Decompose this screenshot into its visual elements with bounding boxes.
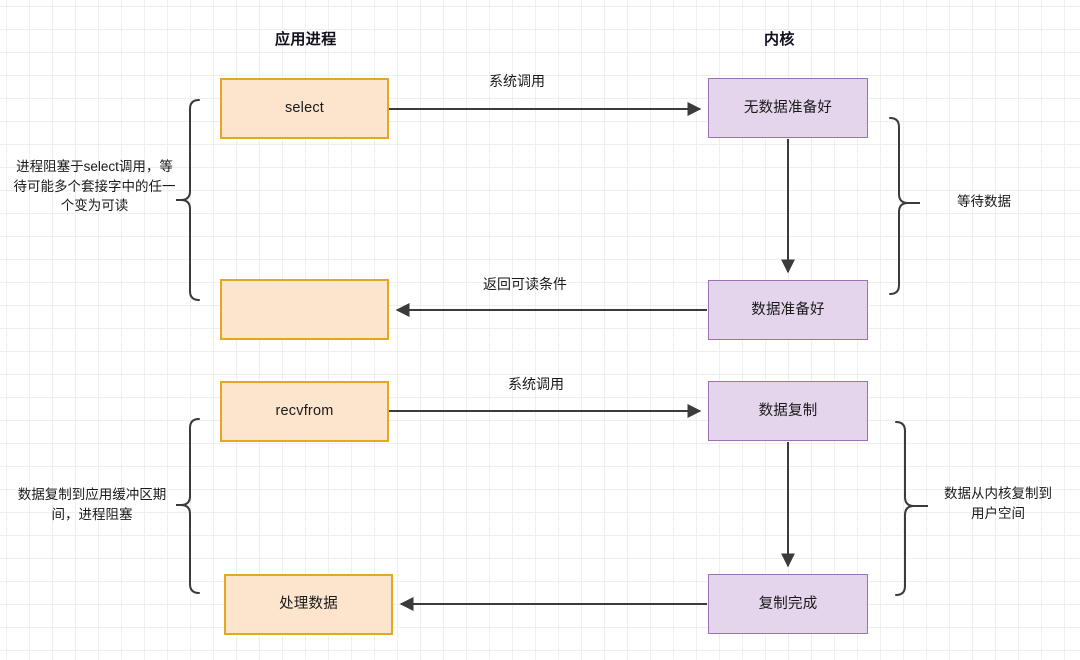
node-process-data[interactable]: 处理数据 (224, 574, 393, 635)
edge-label-syscall-top: 系统调用 (489, 73, 545, 89)
column-title-kernel: 内核 (764, 31, 795, 48)
note-select-block: 进程阻塞于select调用，等待可能多个套接字中的任一个变为可读 (13, 159, 176, 214)
brace-select-block (180, 99, 200, 301)
note-wait-data: 等待数据 (957, 194, 1011, 209)
node-data-copy[interactable]: 数据复制 (708, 381, 868, 441)
edge-label-syscall-bottom: 系统调用 (508, 376, 564, 392)
brace-wait-data (889, 117, 909, 295)
node-no-data-ready[interactable]: 无数据准备好 (708, 78, 868, 138)
node-copy-done[interactable]: 复制完成 (708, 574, 868, 634)
node-blocked-box[interactable] (220, 279, 389, 340)
column-title-app: 应用进程 (275, 31, 337, 48)
note-copy-block: 数据复制到应用缓冲区期间，进程阻塞 (17, 487, 167, 522)
edge-label-return-readable: 返回可读条件 (483, 276, 567, 292)
brace-copy-block (180, 418, 200, 594)
node-data-ready[interactable]: 数据准备好 (708, 280, 868, 340)
node-select[interactable]: select (220, 78, 389, 139)
node-recvfrom[interactable]: recvfrom (220, 381, 389, 442)
brace-kernel-copy (895, 421, 915, 596)
note-kernel-copy: 数据从内核复制到用户空间 (944, 486, 1052, 521)
